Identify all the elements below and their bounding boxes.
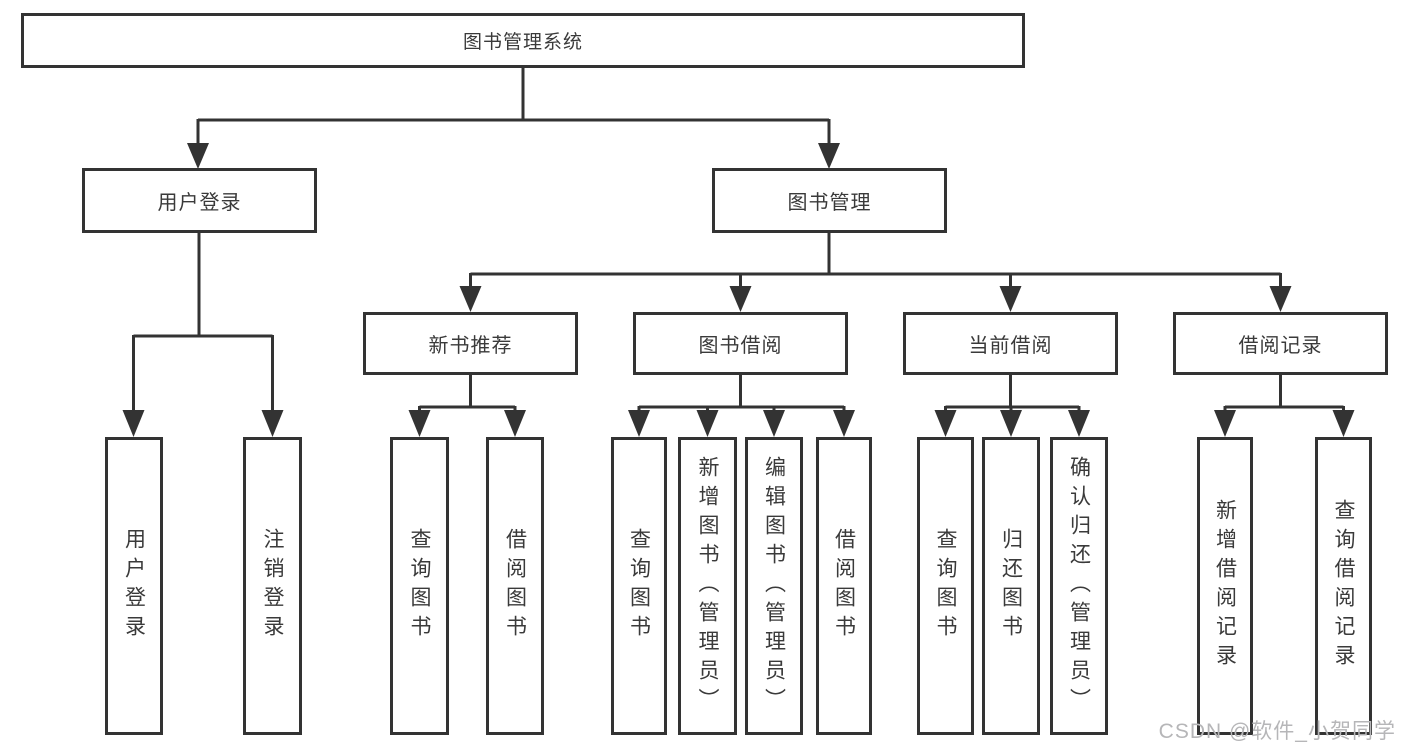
connector-new-books [408,375,526,437]
arrow-down-icon [763,410,785,437]
arrow-down-icon [729,286,752,312]
node-borrow-records: 借阅记录 [1173,312,1388,375]
leaf-confirm-return-admin: 确认归还（管理员） [1050,437,1108,735]
arrow-down-icon [504,410,526,437]
leaf-borrow-books-1: 借阅图书 [486,437,544,735]
node-library-system: 图书管理系统 [21,13,1025,68]
arrow-down-icon [696,410,719,437]
csdn-watermark: CSDN @软件_小贺同学 [1158,720,1396,743]
arrow-down-icon [818,143,840,169]
arrow-down-icon [459,286,482,312]
arrow-down-icon [1332,410,1355,437]
arrow-down-icon [408,410,431,437]
leaf-logout: 注销登录 [243,437,302,735]
arrow-down-icon [261,410,284,437]
arrow-down-icon [934,410,957,437]
leaf-add-books-admin: 新增图书（管理员） [678,437,737,735]
arrow-down-icon [999,286,1022,312]
node-new-book-recommend: 新书推荐 [363,312,578,375]
leaf-query-borrow-record: 查询借阅记录 [1315,437,1372,735]
leaf-edit-books-admin: 编辑图书（管理员） [745,437,803,735]
leaf-query-books-3: 查询图书 [917,437,974,735]
arrow-down-icon [1000,410,1022,437]
arrow-down-icon [1068,410,1090,437]
node-user-login: 用户登录 [82,168,317,233]
connector-user-login [122,233,284,437]
connector-book-borrow [628,375,855,437]
arrow-down-icon [1214,410,1236,437]
arrow-down-icon [833,410,855,437]
leaf-borrow-books-2: 借阅图书 [816,437,872,735]
arrow-down-icon [628,410,650,437]
node-book-borrow: 图书借阅 [633,312,848,375]
connector-current-borrow [934,375,1090,437]
connector-borrow-records [1214,375,1355,437]
connector-book-management [459,233,1292,312]
leaf-query-books-1: 查询图书 [390,437,449,735]
leaf-return-books: 归还图书 [982,437,1040,735]
arrow-down-icon [122,410,145,437]
leaf-query-books-2: 查询图书 [611,437,667,735]
leaf-user-login: 用户登录 [105,437,163,735]
leaf-add-borrow-record: 新增借阅记录 [1197,437,1253,735]
arrow-down-icon [1269,286,1292,312]
connector-root [187,68,840,169]
node-current-borrow: 当前借阅 [903,312,1118,375]
node-book-management: 图书管理 [712,168,947,233]
arrow-down-icon [187,143,209,169]
